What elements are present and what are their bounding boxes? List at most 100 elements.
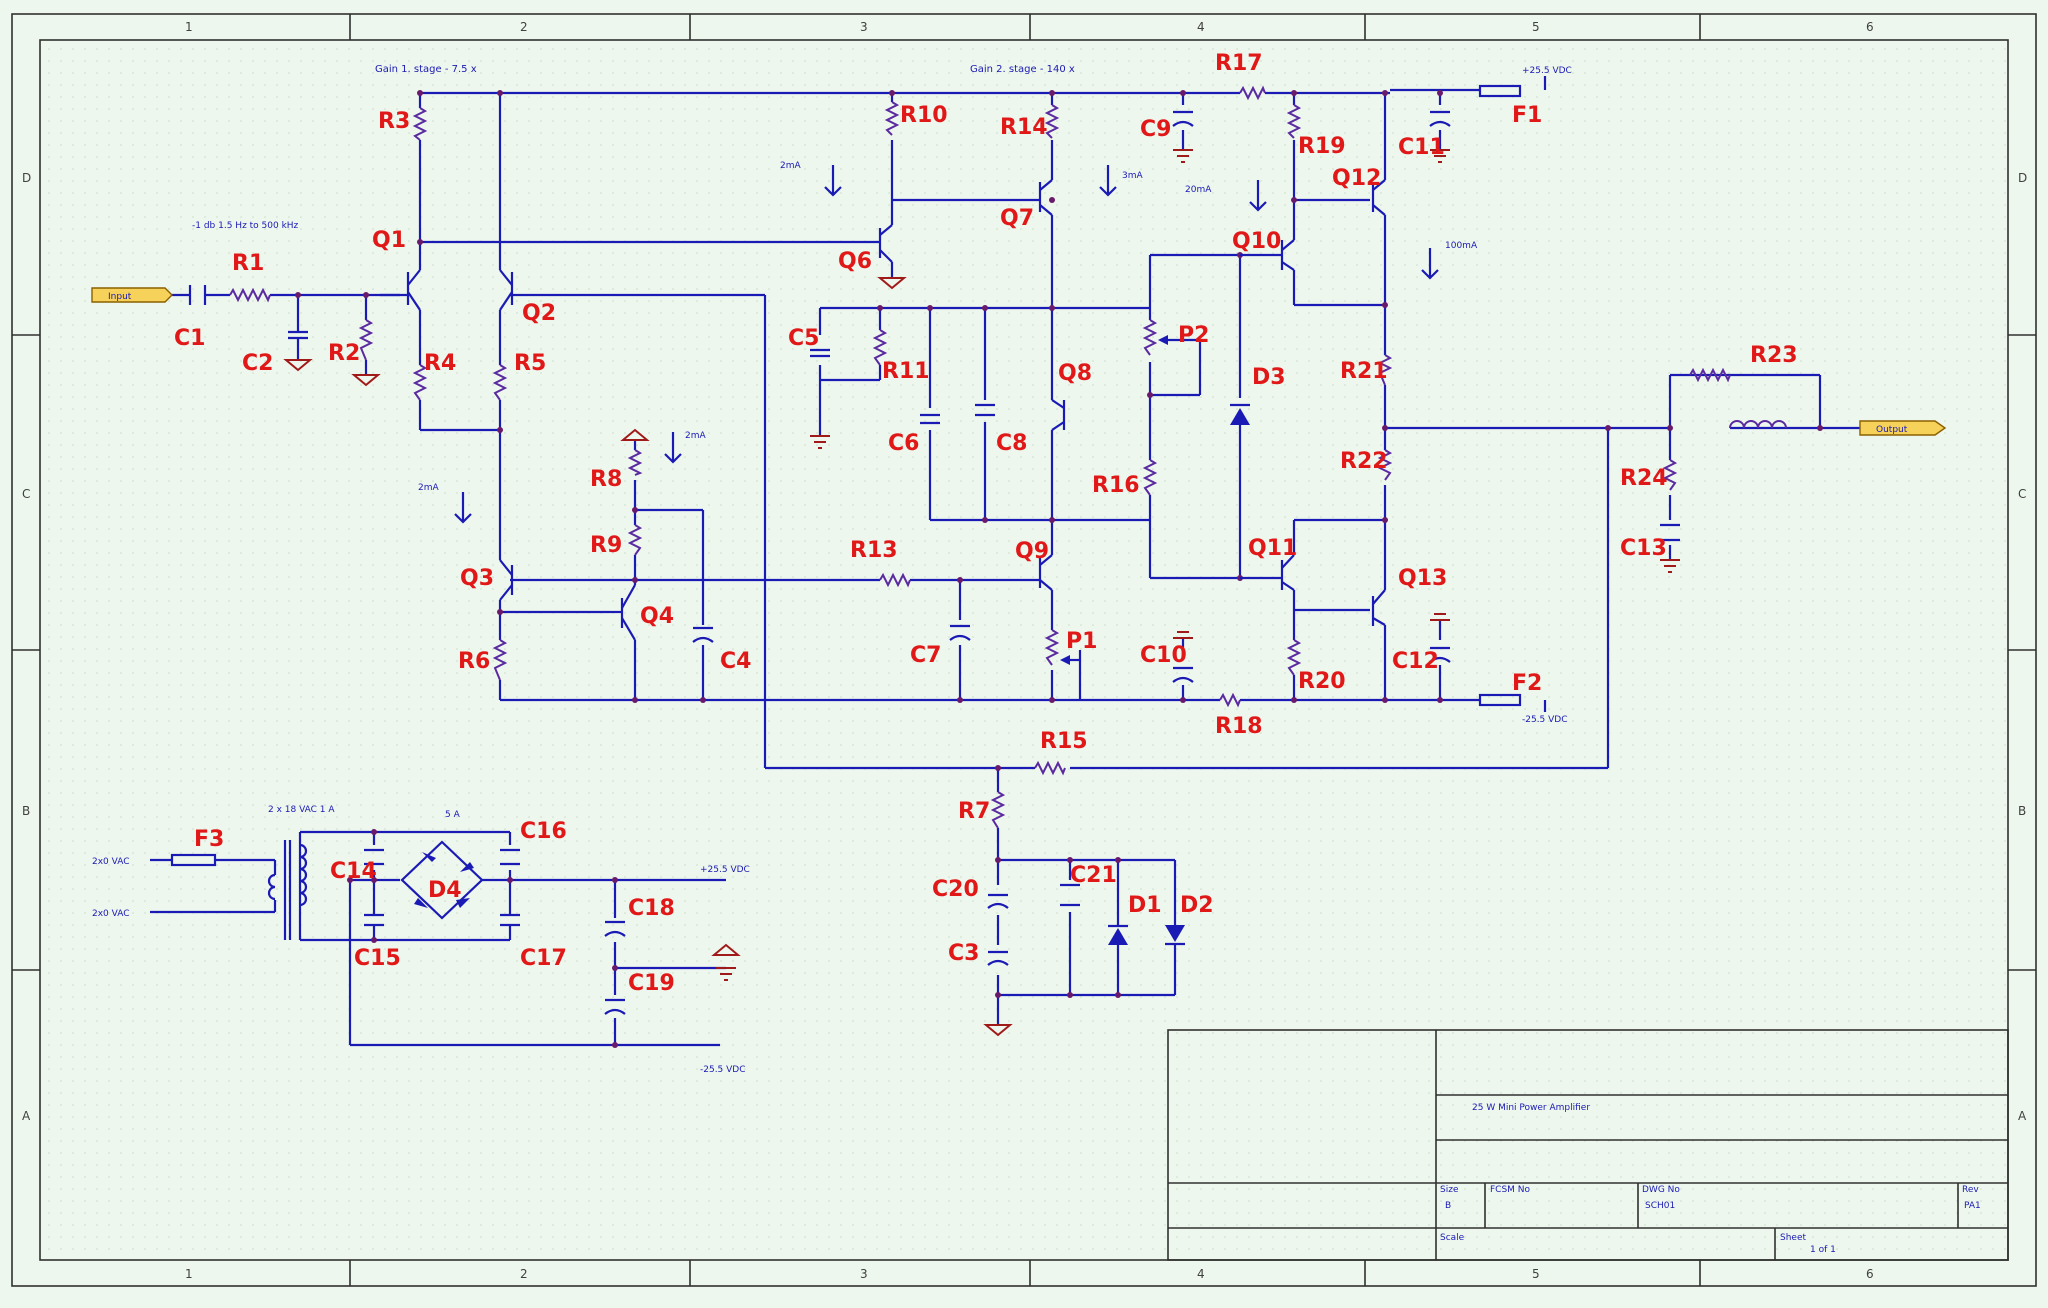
supply-neg-psu: -25.5 VDC [700, 1065, 746, 1075]
ref-label-r23: R23 [1750, 343, 1798, 368]
gain1-note: Gain 1. stage - 7.5 x [375, 64, 477, 75]
ref-label-c7: C7 [910, 643, 941, 668]
ref-label-q8: Q8 [1058, 361, 1092, 386]
bandwidth-note: -1 db 1.5 Hz to 500 kHz [192, 221, 299, 231]
fcsm-label: FCSM No [1490, 1185, 1531, 1195]
ref-label-p2: P2 [1178, 323, 1209, 348]
ref-label-r18: R18 [1215, 714, 1263, 739]
transistors [380, 179, 1386, 641]
ref-label-c2: C2 [242, 351, 273, 376]
title-block: 25 W Mini Power Amplifier Size B FCSM No… [1167, 1029, 2009, 1261]
zone-row-d: D [22, 171, 31, 185]
ref-label-c14: C14 [330, 859, 377, 884]
supply-neg-mid: -25.5 VDC [1522, 715, 1568, 725]
ref-label-c15: C15 [354, 946, 401, 971]
ref-label-r21: R21 [1340, 359, 1388, 384]
zone-col-5: 5 [1532, 20, 1540, 34]
transformer-note: 2 x 18 VAC 1 A [268, 805, 335, 815]
ref-label-f2: F2 [1512, 671, 1542, 696]
bridge-rating: 5 A [445, 810, 461, 820]
ref-label-c19: C19 [628, 971, 675, 996]
title-text: 25 W Mini Power Amplifier [1472, 1103, 1590, 1113]
ref-label-r10: R10 [900, 103, 948, 128]
ref-label-c10: C10 [1140, 643, 1187, 668]
ref-label-r1: R1 [232, 251, 264, 276]
zone-col-3: 3 [860, 1267, 868, 1281]
ref-label-c18: C18 [628, 896, 675, 921]
zone-ticks [12, 14, 2036, 1286]
ref-label-q1: Q1 [372, 228, 406, 253]
output-port[interactable]: Output [1859, 420, 1947, 436]
zone-col-4: 4 [1197, 1267, 1205, 1281]
size-label: Size [1440, 1185, 1459, 1195]
ref-label-c9: C9 [1140, 117, 1171, 142]
ref-label-q7: Q7 [1000, 206, 1034, 231]
ref-label-q2: Q2 [522, 301, 556, 326]
grid-dots [40, 40, 2008, 1260]
input-port[interactable]: Input [91, 287, 173, 303]
ref-label-r19: R19 [1298, 134, 1346, 159]
ref-label-q11: Q11 [1248, 536, 1297, 561]
ref-label-q9: Q9 [1015, 539, 1049, 564]
ref-label-r2: R2 [328, 341, 360, 366]
ref-label-f3: F3 [194, 827, 224, 852]
ref-label-q10: Q10 [1232, 229, 1281, 254]
ref-label-q4: Q4 [640, 604, 674, 629]
zone-col-4: 4 [1197, 20, 1205, 34]
ref-label-r15: R15 [1040, 729, 1088, 754]
ref-label-r24: R24 [1620, 466, 1668, 491]
zone-col-1: 1 [185, 1267, 193, 1281]
ref-label-c11: C11 [1398, 135, 1445, 160]
current-note: 2mA [780, 161, 801, 171]
ref-label-c16: C16 [520, 819, 567, 844]
ref-label-c13: C13 [1620, 536, 1667, 561]
ref-label-c17: C17 [520, 946, 567, 971]
zone-col-5: 5 [1532, 1267, 1540, 1281]
output-port-label: Output [1876, 425, 1908, 435]
zone-row-c: C [22, 487, 30, 501]
ref-label-c6: C6 [888, 431, 919, 456]
ref-label-c1: C1 [174, 326, 205, 351]
capacitors [188, 110, 1680, 1015]
ref-label-c3: C3 [948, 941, 979, 966]
zone-col-1: 1 [185, 20, 193, 34]
potentiometers [1044, 319, 1168, 666]
ref-label-c20: C20 [932, 877, 979, 902]
zone-row-b: B [2018, 804, 2026, 818]
size-value: B [1445, 1201, 1451, 1211]
ref-label-r11: R11 [882, 359, 930, 384]
current-note: 20mA [1185, 185, 1212, 195]
ref-label-q13: Q13 [1398, 566, 1447, 591]
fuses [170, 84, 1522, 867]
scale-label: Scale [1440, 1233, 1465, 1243]
ref-label-c8: C8 [996, 431, 1027, 456]
ref-label-d3: D3 [1252, 365, 1286, 390]
ref-label-q12: Q12 [1332, 166, 1381, 191]
wiring [150, 88, 1860, 1047]
zone-col-6: 6 [1866, 1267, 1874, 1281]
ref-label-d1: D1 [1128, 893, 1162, 918]
ref-label-r9: R9 [590, 533, 622, 558]
ref-label-d4: D4 [428, 878, 462, 903]
supply-pos-psu: +25.5 VDC [700, 865, 750, 875]
current-note: 100mA [1445, 241, 1478, 251]
current-note: 2mA [418, 483, 439, 493]
zone-col-2: 2 [520, 1267, 528, 1281]
ref-label-r13: R13 [850, 538, 898, 563]
ref-label-r6: R6 [458, 649, 490, 674]
ref-label-c12: C12 [1392, 649, 1439, 674]
current-note: 3mA [1122, 171, 1143, 181]
supply-labels: +25.5 VDC -25.5 VDC +25.5 VDC -25.5 VDC … [92, 66, 1572, 1075]
ref-label-c21: C21 [1070, 863, 1117, 888]
diodes [400, 403, 1250, 946]
zone-row-d: D [2018, 171, 2027, 185]
current-notes: 2mA 2mA 2mA 3mA 20mA 100mA [418, 161, 1478, 493]
sheet-value: 1 of 1 [1810, 1245, 1836, 1255]
inductor-l1 [1729, 420, 1787, 429]
rev-value: PA1 [1964, 1201, 1981, 1211]
ref-label-r16: R16 [1092, 473, 1140, 498]
grounds [283, 149, 1680, 1037]
zone-row-b: B [22, 804, 30, 818]
